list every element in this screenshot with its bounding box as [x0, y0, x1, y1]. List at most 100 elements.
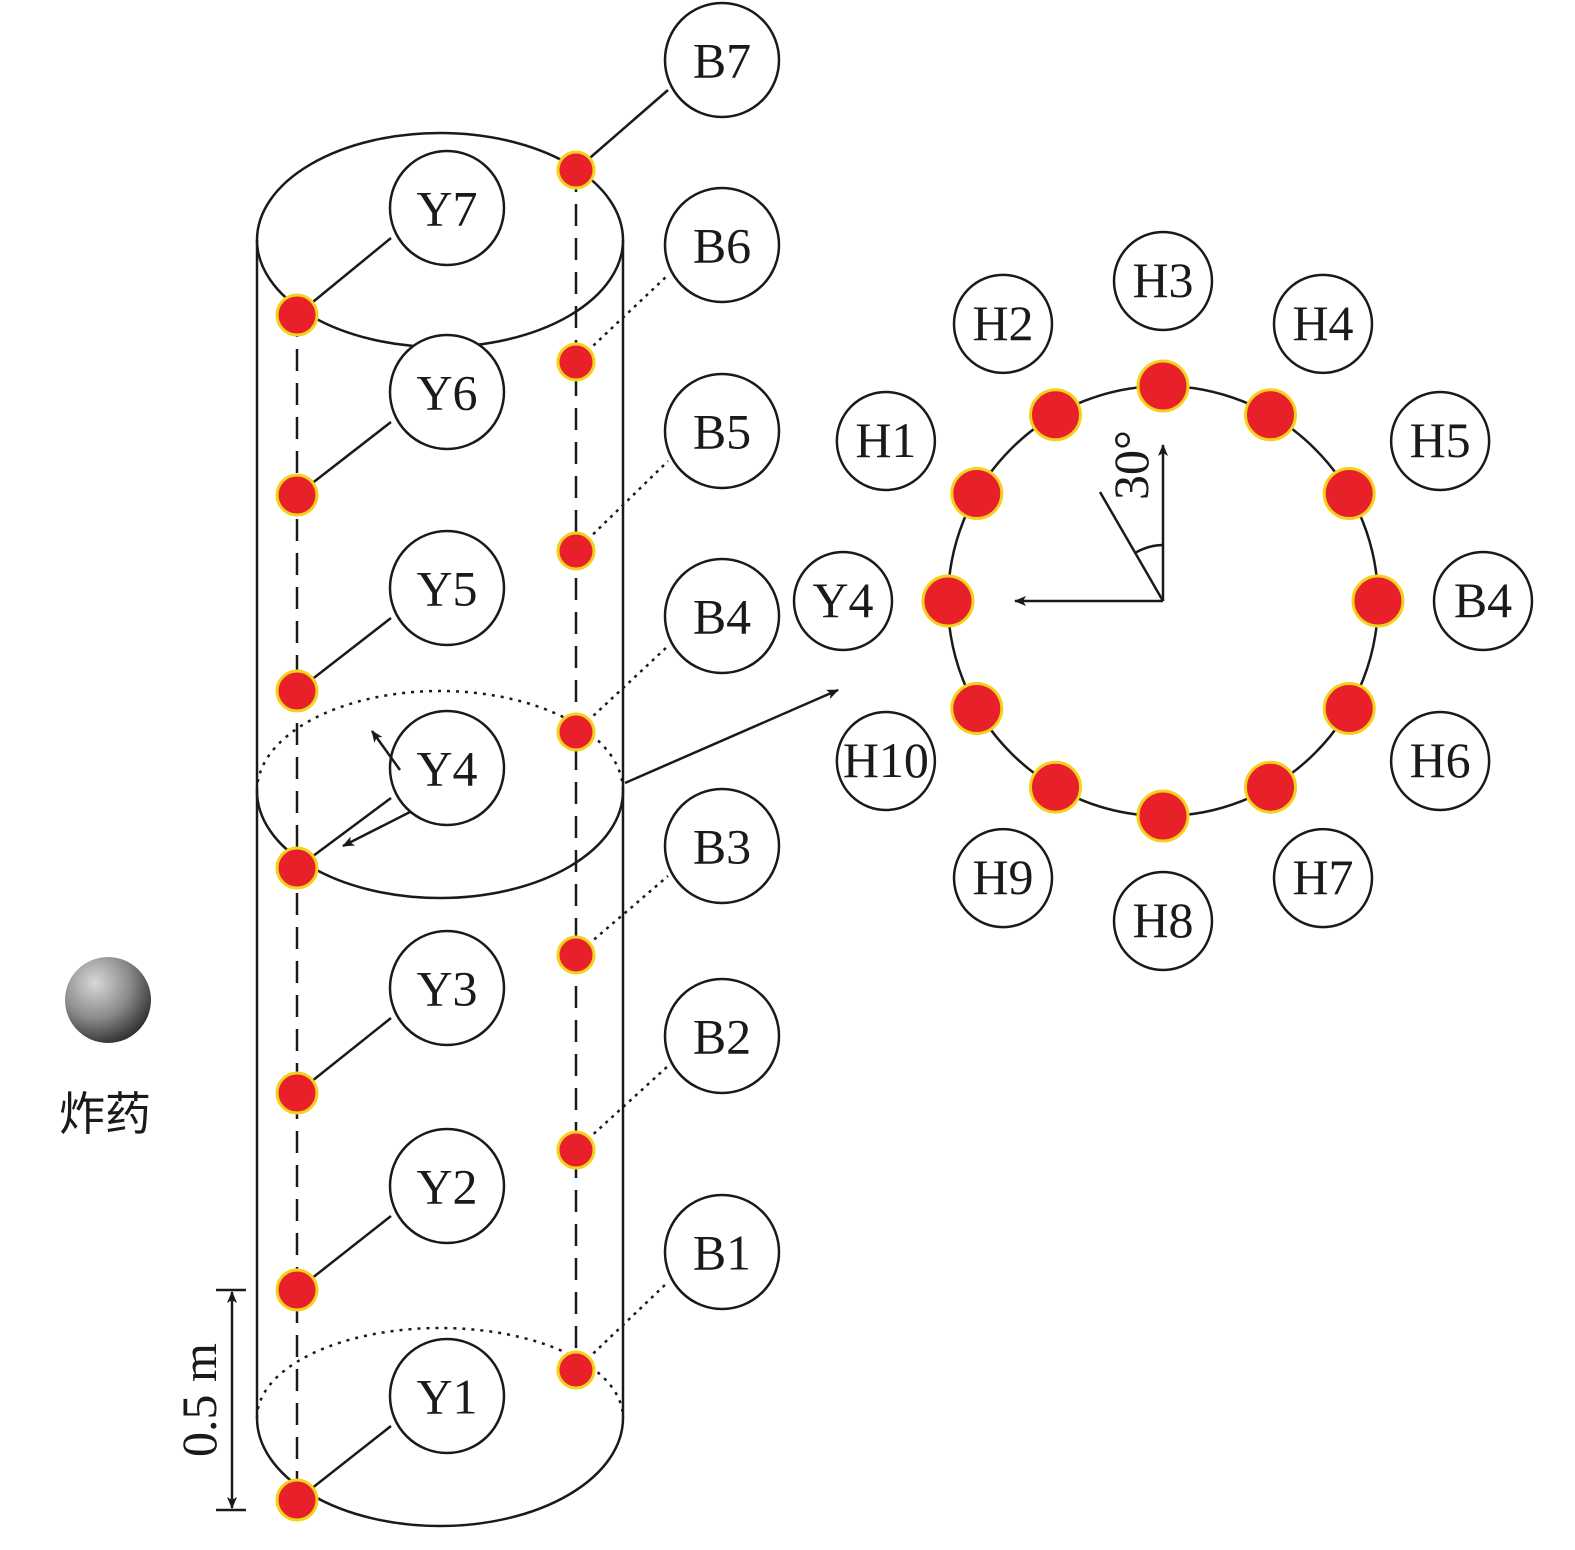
y-label-y2: Y2 — [388, 1127, 506, 1245]
ring-label-h7-text: H7 — [1292, 849, 1353, 905]
b-label-b5-text: B5 — [693, 404, 751, 460]
y-label-y3: Y3 — [388, 929, 506, 1047]
y-sensor-dot — [275, 1071, 319, 1115]
section-ellipse-front — [255, 790, 625, 900]
ring-label-h2-circle — [952, 273, 1054, 375]
b-label-b2: B2 — [663, 977, 781, 1095]
y-sensor-dot — [275, 1478, 319, 1522]
y-sensor-dot — [275, 669, 319, 713]
b-sensor-dot — [556, 531, 596, 571]
b-leader-line — [575, 274, 669, 363]
b-label-b4: B4 — [663, 557, 781, 675]
ring-sensor-dot — [1136, 359, 1190, 413]
b-sensor-dot — [556, 150, 596, 190]
ring-label-b4: B4 — [1432, 550, 1534, 652]
b-sensor-dot — [556, 1130, 596, 1170]
ring-label-h2: H2 — [952, 273, 1054, 375]
y-label-y5-text: Y5 — [416, 561, 477, 617]
ring-label-h8: H8 — [1112, 870, 1214, 972]
ring-label-h1-text: H1 — [855, 412, 916, 468]
ring-label-h3: H3 — [1112, 230, 1214, 332]
ring-sensor-dot — [1029, 388, 1082, 442]
b-sensor-dot — [556, 935, 596, 975]
b-label-b2-text: B2 — [693, 1009, 751, 1065]
ring-label-y4: Y4 — [792, 550, 894, 652]
ring-label-h10-circle — [835, 710, 937, 812]
b-sensor-dot — [556, 1350, 596, 1390]
b-label-b4-text: B4 — [693, 589, 751, 645]
b-label-b5: B5 — [663, 372, 781, 490]
b-label-b7-circle — [663, 1, 781, 119]
ring-label-h6-text: H6 — [1410, 732, 1471, 788]
b-label-b3: B3 — [663, 787, 781, 905]
ring-label-h10: H10 — [835, 710, 937, 812]
ring-label-b4-circle — [1432, 550, 1534, 652]
ring-label-h9-text: H9 — [972, 849, 1033, 905]
ring-sensor-dot — [1136, 789, 1190, 843]
y-label-y2-circle — [388, 1127, 506, 1245]
b-label-b1-text: B1 — [693, 1225, 751, 1281]
ring-label-h6: H6 — [1389, 710, 1491, 812]
y-label-y4: Y4 — [388, 709, 506, 827]
b-sensor-dot — [556, 712, 596, 752]
y-label-y1: Y1 — [388, 1337, 506, 1455]
ring-label-h4-text: H4 — [1292, 295, 1353, 351]
y-label-y5-circle — [388, 529, 506, 647]
b-sensor-dot — [556, 342, 596, 382]
ring-label-h8-text: H8 — [1132, 892, 1193, 948]
section-ellipse-back — [255, 689, 625, 792]
ring-sensor-dot — [1244, 760, 1297, 814]
y-sensor-dot — [275, 846, 319, 890]
y-label-y6-circle — [388, 333, 506, 451]
detail-callout-arrow — [624, 688, 839, 785]
ring-label-h6-circle — [1389, 710, 1491, 812]
ring-label-h4: H4 — [1272, 273, 1374, 375]
ring-label-h7-circle — [1272, 827, 1374, 929]
spacing-label: 0.5 m — [171, 1343, 227, 1457]
b-label-b6-circle — [663, 186, 781, 304]
b-label-b5-circle — [663, 372, 781, 490]
ring-label-h1: H1 — [835, 390, 937, 492]
b-leader-line — [575, 1281, 669, 1371]
ring-label-h3-text: H3 — [1132, 252, 1193, 308]
b-leader-line — [575, 460, 669, 552]
ring-label-h9: H9 — [952, 827, 1054, 929]
y-label-y4-circle — [388, 709, 506, 827]
b-label-b1-circle — [663, 1193, 781, 1311]
b-label-b1: B1 — [663, 1193, 781, 1311]
angle-arc — [1134, 543, 1164, 555]
ring-label-h1-circle — [835, 390, 937, 492]
y-label-y1-text: Y1 — [416, 1369, 477, 1425]
y-label-y4-text: Y4 — [416, 741, 477, 797]
angle-label: 30° — [1103, 430, 1159, 500]
ring-sensor-dot — [1029, 760, 1082, 814]
y-label-y7-circle — [388, 149, 506, 267]
ring-label-y4-text: Y4 — [812, 572, 873, 628]
ring-label-b4-text: B4 — [1454, 572, 1512, 628]
ring-label-h4-circle — [1272, 273, 1374, 375]
ring-label-h2-text: H2 — [972, 295, 1033, 351]
explosive-label: 炸药 — [59, 1087, 151, 1141]
ring-sensor-dot — [921, 574, 975, 628]
y-label-y1-circle — [388, 1337, 506, 1455]
explosive-sphere — [65, 957, 151, 1043]
b-label-b7-text: B7 — [693, 33, 751, 89]
y-sensor-dot — [275, 293, 319, 337]
y-sensor-dot — [275, 473, 319, 517]
ring-sensor-dot — [1351, 574, 1405, 628]
b-label-b7: B7 — [663, 1, 781, 119]
ring-label-h10-text: H10 — [843, 732, 929, 788]
y-label-y3-text: Y3 — [416, 961, 477, 1017]
y-sensor-dot — [275, 1268, 319, 1312]
ring-label-h5: H5 — [1389, 390, 1491, 492]
ring-label-h5-circle — [1389, 390, 1491, 492]
radial-arrow-inward — [342, 810, 411, 848]
y-label-y6: Y6 — [388, 333, 506, 451]
ring-sensor-dot — [950, 682, 1004, 735]
cylinder-bottom-front — [255, 1417, 625, 1528]
ring-label-y4-circle — [792, 550, 894, 652]
y-label-y5: Y5 — [388, 529, 506, 647]
y-label-y7: Y7 — [388, 149, 506, 267]
